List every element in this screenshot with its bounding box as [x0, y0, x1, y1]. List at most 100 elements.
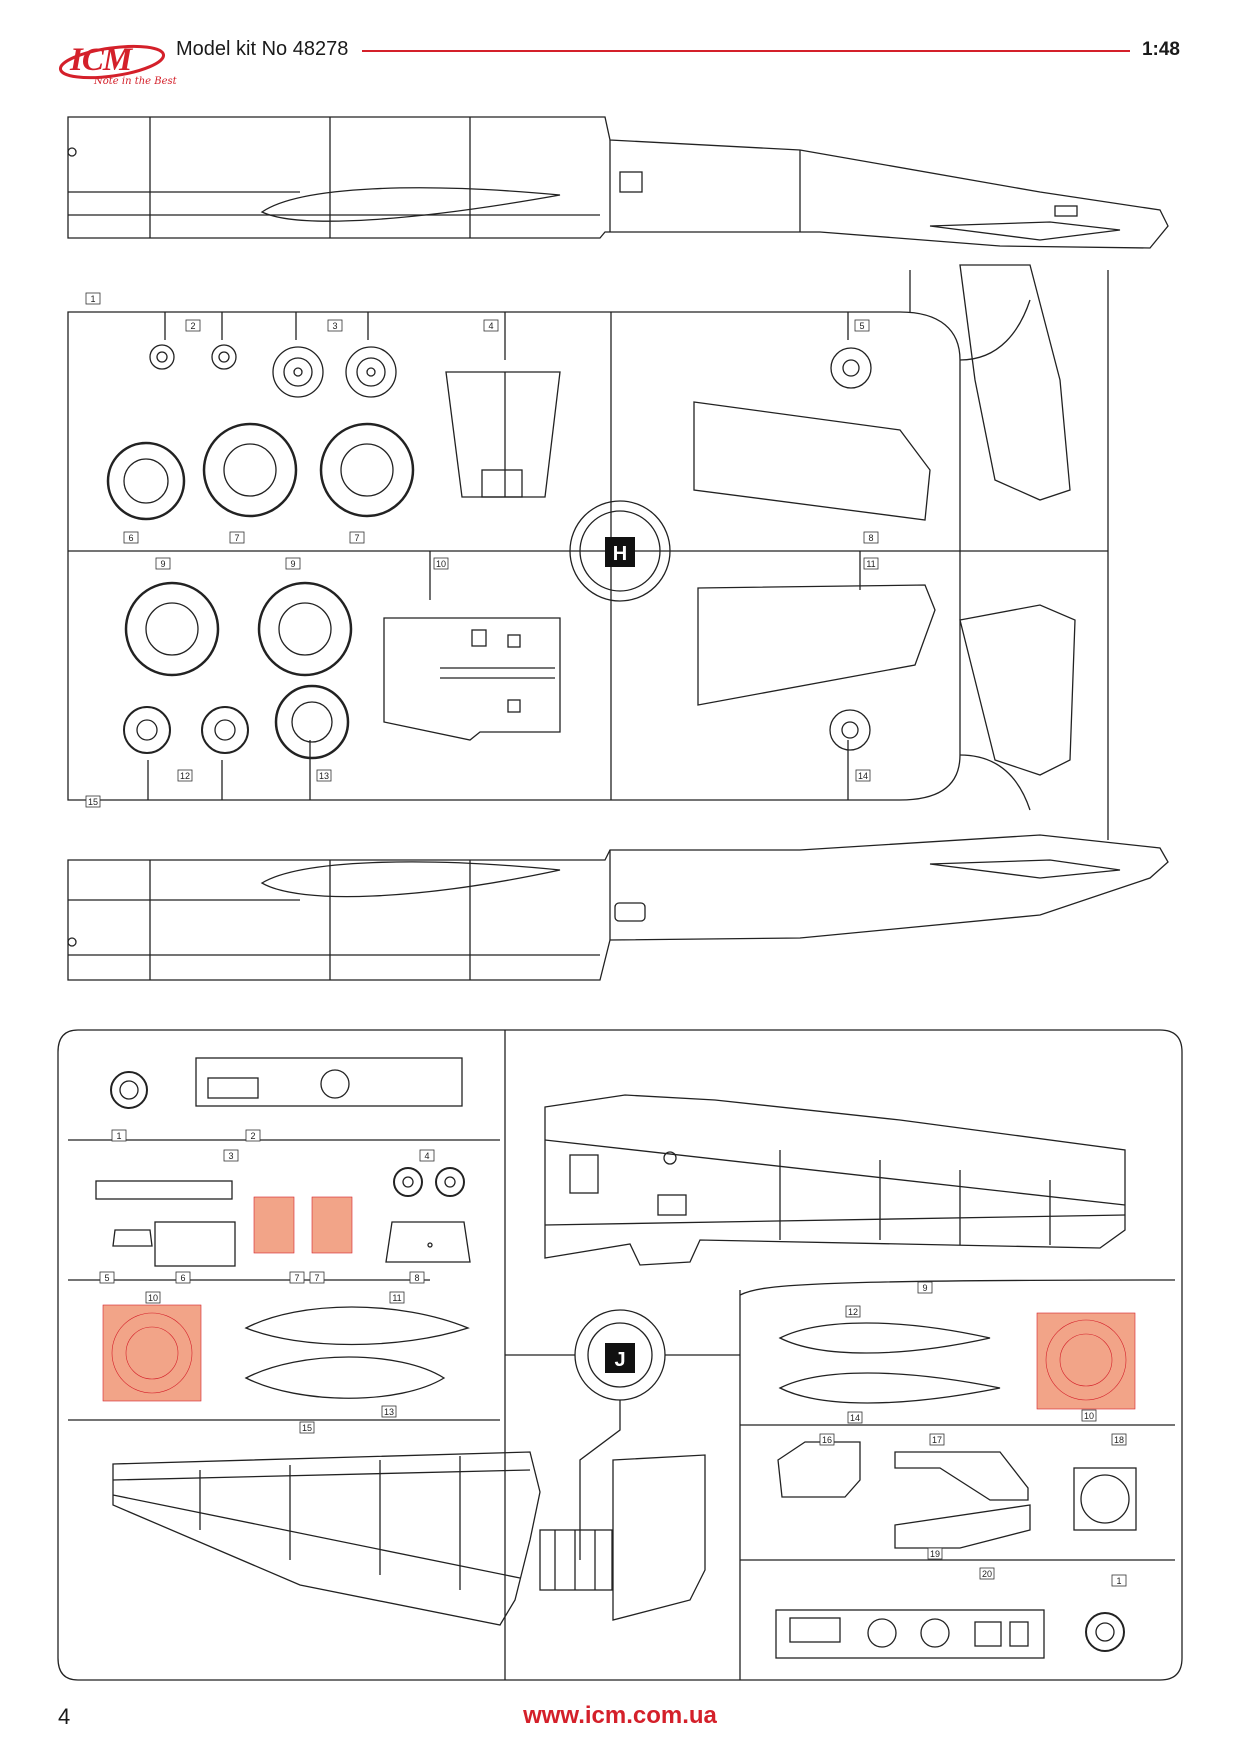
part-number-tag: 9 [285, 557, 301, 570]
panel-part [383, 617, 561, 741]
part-number-label: 10 [1084, 1411, 1094, 1421]
part-number-label: 6 [180, 1273, 185, 1283]
drop-tanks [244, 1306, 1001, 1404]
part-number-label: 8 [868, 533, 873, 543]
part-number-label: 5 [104, 1273, 109, 1283]
part-number-label: 1 [116, 1131, 121, 1141]
part-number-tag: 5 [854, 319, 870, 332]
part-number-tag: 19 [927, 1547, 943, 1560]
footer-url[interactable]: www.icm.com.ua [523, 1702, 717, 1729]
part-number-tag: 15 [85, 795, 101, 808]
sprue-h-frame [67, 270, 1109, 840]
part-number-tag: 1 [111, 1129, 127, 1142]
part-number-tag: 9 [155, 557, 171, 570]
part-number-label: 13 [384, 1407, 394, 1417]
cowl-part [445, 371, 561, 498]
part-number-tag: 7 [289, 1271, 305, 1284]
part-number-tag: 10 [433, 557, 449, 570]
part-number-tag: 7 [349, 531, 365, 544]
part-number-tag: 10 [1081, 1409, 1097, 1422]
part-number-tag: 17 [929, 1433, 945, 1446]
part-number-tag: 6 [123, 531, 139, 544]
page-number: 4 [58, 1704, 71, 1729]
page-header: ICM Note in the Best Model kit No 48278 … [0, 0, 1240, 110]
part-number-label: 17 [932, 1435, 942, 1445]
part-number-tag: 15 [299, 1421, 315, 1434]
part-number-label: 11 [866, 559, 875, 569]
part-number-tag: 8 [409, 1271, 425, 1284]
part-number-label: 10 [436, 559, 446, 569]
part-number-label: 11 [392, 1293, 401, 1303]
part-number-tag: 9 [917, 1281, 933, 1294]
part-number-tag: 3 [223, 1149, 239, 1162]
part-number-tag: 20 [979, 1567, 995, 1580]
sprue-j-badge: J [605, 1343, 635, 1373]
part-number-tag: 10 [145, 1291, 161, 1304]
part-number-label: 3 [332, 321, 337, 331]
sprue-j-letter: J [614, 1349, 625, 1371]
boom-parts [959, 264, 1076, 776]
kit-title: Model kit No 48278 [176, 38, 349, 60]
wing-part-upper [544, 1094, 1126, 1266]
hub-parts-row [149, 344, 872, 398]
part-number-label: 4 [424, 1151, 429, 1161]
sprue-h [67, 116, 1169, 981]
part-number-tag: 5 [99, 1271, 115, 1284]
part-number-label: 9 [290, 559, 295, 569]
part-number-tag: 6 [175, 1271, 191, 1284]
part-number-label: 2 [250, 1131, 255, 1141]
header-divider [362, 50, 1130, 52]
instrument-parts [777, 1441, 1137, 1549]
stabilizer-parts [693, 401, 936, 751]
part-number-label: 7 [314, 1273, 319, 1283]
part-number-label: 12 [180, 771, 190, 781]
bottom-panel-part [775, 1609, 1125, 1659]
part-number-tag: 14 [847, 1411, 863, 1424]
part-number-label: 9 [160, 559, 165, 569]
part-number-label: 2 [190, 321, 195, 331]
part-number-label: 9 [922, 1283, 927, 1293]
part-number-tag: 2 [185, 319, 201, 332]
part-number-tag: 18 [1111, 1433, 1127, 1446]
sprue-h-badge: H [605, 537, 635, 567]
sprue-j-frame [57, 1029, 1183, 1681]
part-number-tag: 3 [327, 319, 343, 332]
fuselage-half-top [67, 116, 1169, 249]
part-number-label: 12 [848, 1307, 858, 1317]
tyre-parts [106, 422, 415, 760]
logo-tagline: Note in the Best [94, 76, 177, 87]
part-number-tag: 14 [855, 769, 871, 782]
part-number-label: 8 [414, 1273, 419, 1283]
part-number-tag: 12 [177, 769, 193, 782]
part-number-tag: 1 [1111, 1574, 1127, 1587]
highlighted-parts [102, 1196, 1136, 1410]
part-number-label: 4 [488, 321, 493, 331]
part-number-label: 10 [148, 1293, 158, 1303]
part-number-label: 14 [850, 1413, 860, 1423]
part-number-tag: 2 [245, 1129, 261, 1142]
part-number-tag: 11 [389, 1291, 405, 1304]
part-number-tag: 7 [229, 531, 245, 544]
part-number-label: 18 [1114, 1435, 1124, 1445]
part-number-label: 13 [319, 771, 329, 781]
part-number-tag: 1 [85, 292, 101, 305]
part-number-tag: 4 [483, 319, 499, 332]
part-number-tag: 11 [863, 557, 879, 570]
part-number-tag: 13 [381, 1405, 397, 1418]
part-number-tag: 4 [419, 1149, 435, 1162]
part-number-label: 1 [1116, 1576, 1121, 1586]
part-number-label: 15 [302, 1423, 312, 1433]
part-number-label: 7 [354, 533, 359, 543]
scale-label: 1:48 [1141, 39, 1180, 60]
icm-logo: ICM Note in the Best [56, 40, 177, 90]
part-number-label: 15 [88, 797, 98, 807]
part-number-tag: 8 [863, 531, 879, 544]
part-number-label: 6 [128, 533, 133, 543]
part-number-label: 7 [234, 533, 239, 543]
part-number-tag: 7 [309, 1271, 325, 1284]
small-parts-j [95, 1057, 471, 1267]
part-number-label: 20 [982, 1569, 992, 1579]
